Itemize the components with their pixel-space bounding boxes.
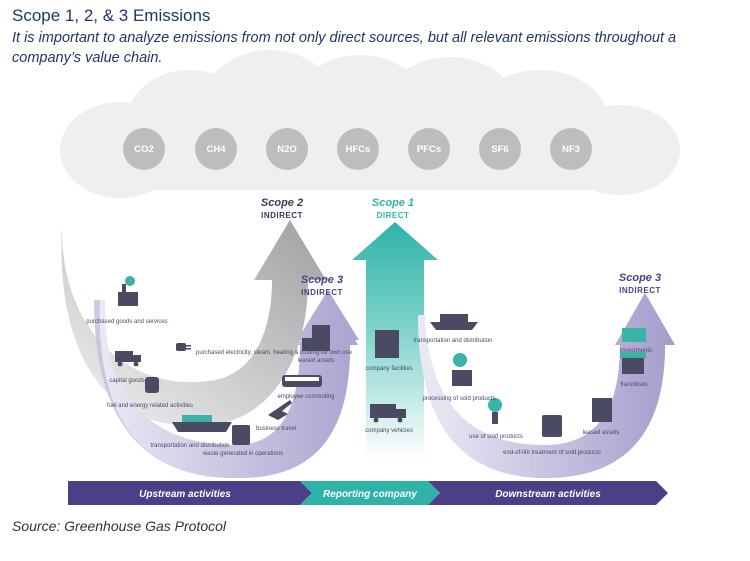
gas-circle-ch4 — [195, 128, 237, 170]
label-employee-commuting: employee commuting — [277, 394, 334, 400]
reporting-band-label: Reporting company — [323, 489, 417, 500]
downstream-band-label: Downstream activities — [495, 489, 601, 500]
light-bulb-icon — [488, 398, 502, 424]
company-truck-icon — [370, 404, 406, 423]
gas-circle-sf6 — [479, 128, 521, 170]
gas-label-co2: CO2 — [134, 144, 154, 155]
factory-icon — [118, 276, 138, 306]
page-subtitle: It is important to analyze emissions fro… — [12, 30, 677, 66]
source-caption: Source: Greenhouse Gas Protocol — [12, 518, 227, 534]
label-leased-assets-upstream: leased assets — [298, 358, 335, 364]
label-use-of-sold: use of sold products — [469, 434, 523, 440]
store-icon — [620, 352, 646, 374]
page-title: Scope 1, 2, & 3 Emissions — [12, 6, 211, 25]
gas-label-n2o: N2O — [277, 144, 297, 155]
recycle-bin-icon — [542, 415, 562, 437]
label-company-vehicles: company vehicles — [365, 428, 413, 434]
scope2-arrow — [61, 220, 326, 426]
power-plug-icon — [176, 343, 191, 351]
train-icon — [282, 375, 322, 387]
label-leased-assets-downstream: leased assets — [583, 430, 620, 436]
gas-circle-hfcs — [337, 128, 379, 170]
label-purchased-goods: purchased goods and services — [86, 319, 167, 325]
label-fuel-energy: fuel and energy related activities — [107, 403, 193, 409]
gas-label-nf3: NF3 — [562, 144, 580, 155]
label-franchises: franchises — [620, 382, 647, 388]
label-company-facilities: company facilities — [365, 366, 412, 372]
label-capital-goods: capital goods — [109, 378, 144, 384]
label-processing: processing of sold products — [422, 396, 495, 402]
gas-circles: CO2 CH4 N2O HFCs PFCs SF6 NF3 — [123, 128, 592, 170]
gas-label-pfcs: PFCs — [417, 144, 441, 155]
scope2-subtitle: INDIRECT — [261, 211, 303, 220]
upstream-band-label: Upstream activities — [139, 489, 231, 500]
label-investments: investments — [620, 348, 652, 354]
downstream-building-icon — [592, 398, 612, 422]
upstream-band — [68, 481, 312, 505]
scope3-upstream-title: Scope 3 — [301, 274, 343, 286]
company-building-icon — [375, 330, 399, 358]
scope2-title: Scope 2 — [261, 197, 303, 209]
scope3-downstream-subtitle: INDIRECT — [619, 286, 661, 295]
cloud-background — [60, 50, 680, 198]
ship-icon — [172, 415, 232, 432]
label-business-travel: business travel — [256, 426, 296, 432]
label-transport-downstream: transportation and distribution — [413, 338, 492, 344]
label-end-of-life: end-of-life treatment of sold products — [503, 450, 601, 456]
airplane-icon — [268, 400, 292, 420]
gas-label-hfcs: HFCs — [346, 144, 371, 155]
processing-factory-icon — [452, 353, 472, 386]
reporting-band — [300, 481, 440, 505]
fuel-barrel-icon — [145, 377, 159, 393]
activity-band: Upstream activities Reporting company Do… — [68, 481, 668, 505]
label-purchased-electricity: purchased electricity, steam, heating & … — [196, 350, 353, 356]
label-transport-upstream: transportation and distribution — [150, 443, 229, 449]
gas-label-ch4: CH4 — [206, 144, 226, 155]
gas-circle-co2 — [123, 128, 165, 170]
scope1-title: Scope 1 — [372, 197, 414, 209]
money-icon — [622, 328, 646, 342]
scope1-subtitle: DIRECT — [377, 211, 410, 220]
building-icon — [302, 325, 330, 351]
downstream-band — [428, 481, 668, 505]
scope3-downstream-title: Scope 3 — [619, 272, 661, 284]
waste-bin-icon — [232, 425, 250, 445]
label-waste: waste generated in operations — [202, 451, 283, 457]
gas-label-sf6: SF6 — [491, 144, 508, 155]
scope3-upstream-subtitle: INDIRECT — [301, 288, 343, 297]
gas-circle-pfcs — [408, 128, 450, 170]
truck-icon — [115, 351, 141, 367]
gas-circle-n2o — [266, 128, 308, 170]
gas-circle-nf3 — [550, 128, 592, 170]
downstream-ship-icon — [430, 314, 478, 330]
